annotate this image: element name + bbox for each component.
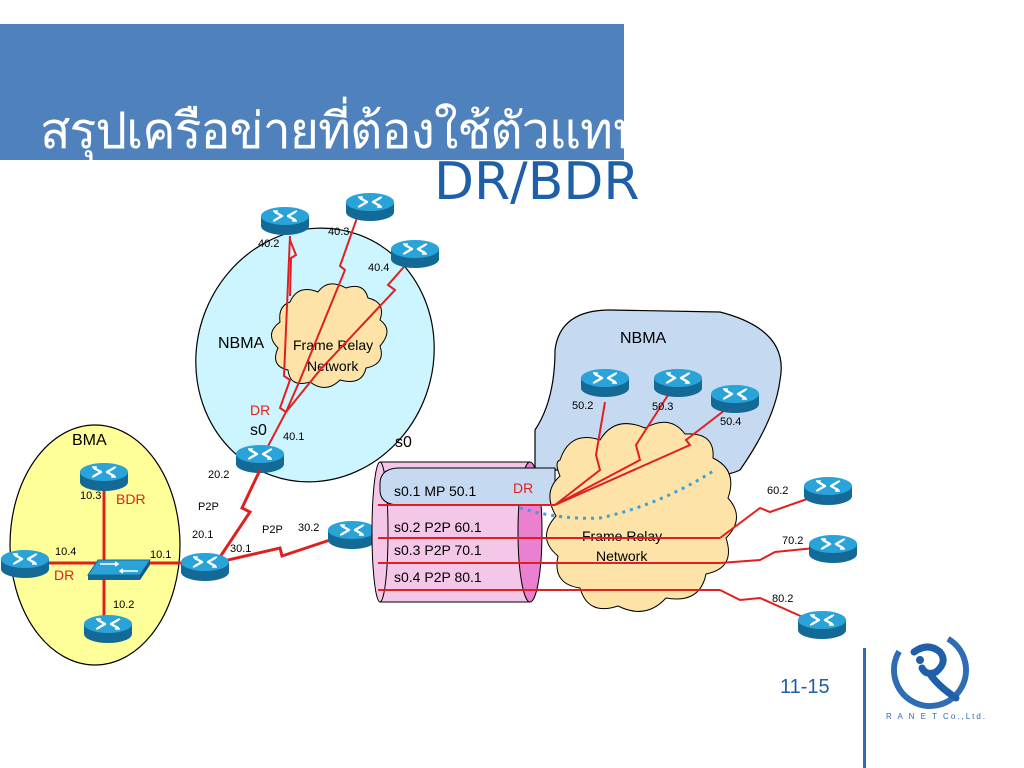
subif-1: s0.2 P2P 60.1 — [394, 519, 482, 535]
addr-20-1: 20.1 — [192, 529, 213, 541]
dr-label-nbma1: DR — [250, 402, 270, 418]
router-50-3[interactable] — [652, 367, 704, 399]
router-50-2[interactable] — [579, 367, 631, 399]
cloud2-line1: Frame Relay — [582, 528, 662, 544]
router-80-2[interactable] — [796, 609, 848, 641]
bma-label: BMA — [72, 432, 107, 449]
router-70-2[interactable] — [807, 533, 859, 565]
slide-number: 11-15 — [780, 676, 830, 698]
router-40-2[interactable] — [259, 205, 311, 237]
addr-40-4: 40.4 — [368, 262, 389, 274]
p2p-label-vertical: P2P — [198, 501, 219, 513]
subif-links — [378, 391, 816, 619]
addr-10-3: 10.3 — [80, 490, 101, 502]
mp-dotted-link — [519, 468, 716, 520]
slide-title: สรุปเครือข่ายที่ต้องใช้ตัวแทน — [40, 102, 646, 160]
addr-10-2: 10.2 — [113, 599, 134, 611]
addr-80-2: 80.2 — [772, 593, 793, 605]
bma-region — [9, 424, 181, 666]
router-40-1[interactable] — [234, 443, 286, 475]
addr-40-3: 40.3 — [328, 226, 349, 238]
p2p-link-vertical — [216, 469, 262, 561]
p2p-link-horizontal — [214, 533, 346, 565]
addr-60-2: 60.2 — [767, 485, 788, 497]
addr-10-1: 10.1 — [150, 549, 171, 561]
addr-40-1: 40.1 — [283, 431, 304, 443]
addr-50-2: 50.2 — [572, 400, 593, 412]
p2p-label-horizontal: P2P — [262, 524, 283, 536]
bdr-label: BDR — [116, 491, 146, 507]
title-band — [0, 24, 624, 160]
router-40-4[interactable] — [389, 238, 441, 270]
addr-50-3: 50.3 — [652, 401, 673, 413]
ranet-logo-text: R A N E T Co.,Ltd. — [886, 712, 988, 721]
subinterface-pipe — [371, 461, 556, 603]
cloud1-line1: Frame Relay — [293, 337, 373, 353]
subif-2: s0.3 P2P 70.1 — [394, 542, 482, 558]
nbma1-label: NBMA — [218, 335, 265, 352]
nbma2-label: NBMA — [620, 330, 667, 347]
switch-icon — [87, 559, 151, 580]
cloud1-line2: Network — [307, 358, 359, 374]
router-bma-left[interactable] — [0, 548, 51, 580]
dr-label-nbma2: DR — [513, 480, 533, 496]
footer-divider — [863, 648, 866, 768]
router-60-2[interactable] — [802, 475, 854, 507]
addr-30-2: 30.2 — [298, 522, 319, 534]
s0-label-2: s0 — [395, 434, 412, 451]
addr-70-2: 70.2 — [782, 535, 803, 547]
router-40-3[interactable] — [344, 191, 396, 223]
router-bma-bottom[interactable] — [82, 613, 134, 645]
frame-relay-cloud-2 — [546, 421, 737, 612]
router-30-2[interactable] — [326, 519, 378, 551]
s0-label-1: s0 — [250, 422, 267, 439]
subif-3: s0.4 P2P 80.1 — [394, 569, 482, 585]
slide-subtitle: DR/BDR — [434, 152, 640, 212]
dr-label-bma: DR — [54, 567, 74, 583]
router-20-1[interactable] — [179, 551, 231, 583]
router-bma-top[interactable] — [78, 461, 130, 493]
nbma1-links — [265, 214, 411, 451]
addr-30-1: 30.1 — [230, 543, 251, 555]
addr-40-2: 40.2 — [258, 238, 279, 250]
subif-0: s0.1 MP 50.1 — [394, 483, 476, 499]
addr-10-4: 10.4 — [55, 546, 76, 558]
router-50-4[interactable] — [709, 383, 761, 415]
ranet-logo-icon — [891, 631, 969, 709]
cloud2-line2: Network — [596, 548, 648, 564]
addr-20-2: 20.2 — [208, 469, 229, 481]
addr-50-4: 50.4 — [720, 416, 741, 428]
frame-relay-cloud-1 — [271, 283, 388, 388]
